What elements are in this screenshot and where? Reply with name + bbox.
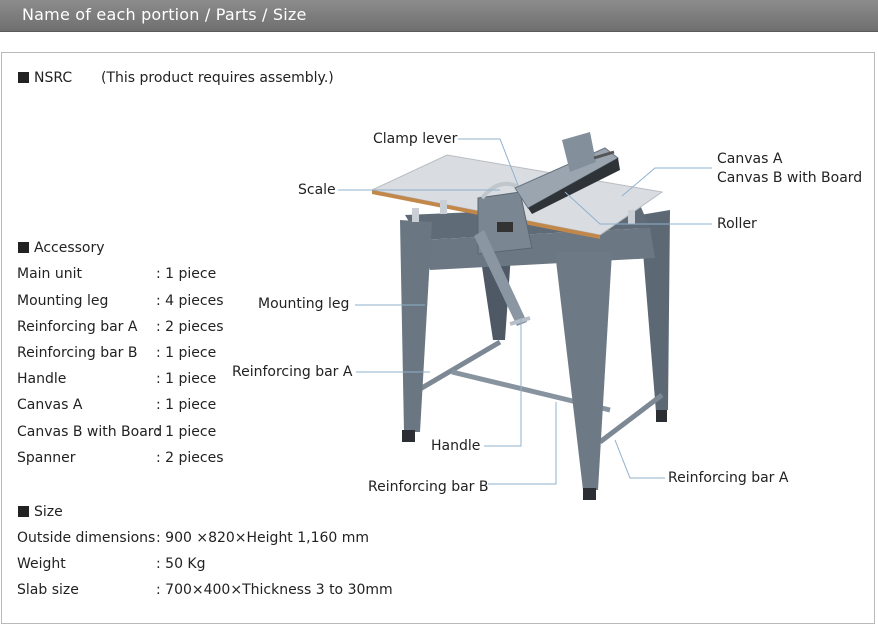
front-right-leg [555,252,612,490]
callout-lines [338,138,712,485]
accessory-item-name: Mounting leg [17,293,109,309]
accessory-item-qty: : 1 piece [156,424,217,440]
handle-arm [474,230,527,326]
square-bullet-icon [18,242,29,253]
frame-post [412,208,419,222]
leg-foot [583,488,596,500]
accessory-heading: Accessory [18,240,105,256]
scale-arc [480,181,522,200]
accessory-item-qty: : 2 pieces [156,319,224,335]
callout-mounting-leg: Mounting leg [258,296,350,312]
callout-reinforcing-bar-a-right: Reinforcing bar A [668,470,789,486]
leg-foot [402,430,415,442]
callout-roller: Roller [717,216,757,232]
callout-clamp-lever: Clamp lever [373,131,458,147]
frame-post [628,210,635,224]
accessory-item-name: Canvas A [17,397,83,413]
accessory-item-name: Main unit [17,266,82,282]
square-bullet-icon [18,506,29,517]
handle-grip [509,316,531,326]
callout-handle: Handle [431,438,481,454]
accessory-item-name: Canvas B with Board [17,424,163,440]
frame-post [440,200,447,214]
model-name: NSRC [34,70,73,86]
accessory-item-qty: : 4 pieces [156,293,224,309]
size-item-value: : 700×400×Thickness 3 to 30mm [156,582,393,598]
reinforcing-bar-a-right [598,393,664,444]
content-panel [1,52,875,624]
accessory-item-qty: : 1 piece [156,266,217,282]
size-item-value: : 50 Kg [156,556,206,572]
section-title: Name of each portion / Parts / Size [22,5,307,24]
leg-foot [656,410,667,422]
accessory-item-qty: : 2 pieces [156,450,224,466]
callout-reinforcing-bar-b: Reinforcing bar B [368,479,489,495]
section-header: Name of each portion / Parts / Size [0,0,878,32]
callout-canvas-a: Canvas A [717,151,783,167]
accessory-item-name: Reinforcing bar A [17,319,138,335]
clamp-lever-arm [593,150,615,160]
callout-canvas-b: Canvas B with Board [717,170,863,186]
size-heading: Size [18,504,63,520]
callout-reinforcing-bar-a-left: Reinforcing bar A [232,364,353,380]
accessory-item-name: Spanner [17,450,76,466]
back-right-leg [640,210,670,412]
roller [528,158,620,214]
accessory-item-qty: : 1 piece [156,397,217,413]
assembly-note: (This product requires assembly.) [101,70,334,86]
accessory-item-name: Handle [17,371,67,387]
square-bullet-icon [18,72,29,83]
accessory-item-qty: : 1 piece [156,371,217,387]
size-item-value: : 900 ×820×Height 1,160 mm [156,530,370,546]
callout-scale: Scale [298,182,336,198]
reinforcing-bar-a-left [413,339,502,395]
accessory-item-qty: : 1 piece [156,345,217,361]
scale-plate [497,222,513,232]
model-heading: NSRC [18,70,72,86]
rear-plate [562,132,596,172]
size-item-name: Outside dimensions [17,530,156,546]
size-item-name: Weight [17,556,66,572]
accessory-item-name: Reinforcing bar B [17,345,138,361]
size-item-name: Slab size [17,582,79,598]
front-left-leg [400,220,432,432]
